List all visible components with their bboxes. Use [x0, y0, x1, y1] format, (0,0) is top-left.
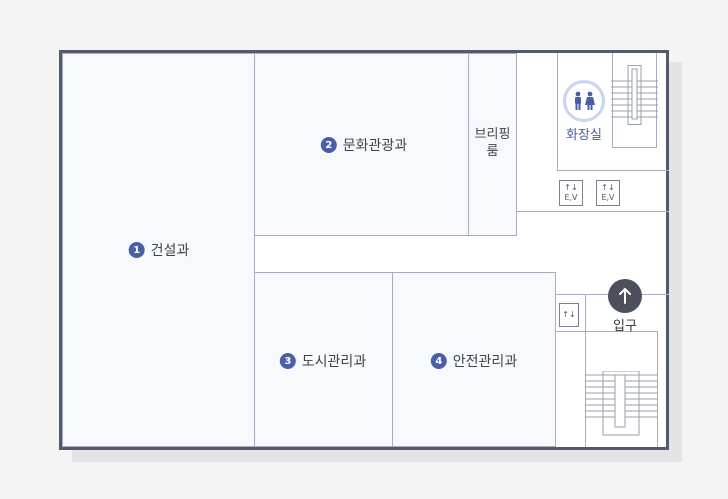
- room-name: 안전관리과: [452, 354, 518, 370]
- room-briefing[interactable]: [468, 53, 517, 236]
- wall-line: [612, 147, 657, 148]
- wall-line: [585, 294, 586, 447]
- briefing-line2: 룸: [486, 144, 499, 159]
- room-name: 건설과: [150, 243, 190, 259]
- room-culture[interactable]: [254, 53, 469, 236]
- elevator-label: E,V: [564, 193, 578, 202]
- stairs-icon: [611, 65, 658, 125]
- entrance-button[interactable]: [608, 279, 642, 313]
- number-badge: 2: [320, 137, 337, 153]
- room-safety[interactable]: [392, 272, 556, 447]
- label-safety: 4 안전관리과: [430, 351, 518, 371]
- wall-line: [585, 331, 658, 332]
- label-construction: 1 건설과: [128, 240, 190, 260]
- room-name: 도시관리과: [301, 354, 367, 370]
- label-briefing: 브리핑 룸: [468, 126, 517, 160]
- floor-plan: 1 건설과 2 문화관광과 브리핑 룸 3 도시관리과 4 안전관리과: [59, 50, 669, 450]
- wall-line: [612, 53, 613, 147]
- entrance-label: 입구: [613, 319, 637, 334]
- arrow-up-icon: [619, 288, 631, 304]
- wall-line: [517, 211, 669, 212]
- wall-line: [557, 170, 669, 171]
- label-urban: 3 도시관리과: [279, 351, 367, 371]
- elevator-icon: ↑↓E,V: [596, 180, 620, 206]
- restroom-figures: [575, 91, 595, 110]
- stairs-icon: [585, 371, 657, 436]
- room-construction[interactable]: [62, 53, 255, 447]
- number-badge: 3: [279, 353, 296, 369]
- wall-line: [557, 53, 558, 171]
- room-name: 문화관광과: [342, 138, 408, 154]
- wall-line: [556, 331, 586, 332]
- number-badge: 4: [430, 353, 447, 369]
- room-urban[interactable]: [254, 272, 393, 447]
- number-badge: 1: [128, 242, 145, 258]
- elevator-icon: ↑↓: [559, 303, 579, 327]
- restroom-icon: [563, 80, 605, 122]
- briefing-line1: 브리핑: [474, 127, 511, 142]
- wall-line: [656, 53, 657, 148]
- elevator-label: E,V: [601, 193, 615, 202]
- wall-line: [657, 331, 658, 447]
- label-restroom: 화장실: [566, 128, 602, 143]
- label-culture: 2 문화관광과: [320, 135, 408, 155]
- elevator-icon: ↑↓E,V: [559, 180, 583, 206]
